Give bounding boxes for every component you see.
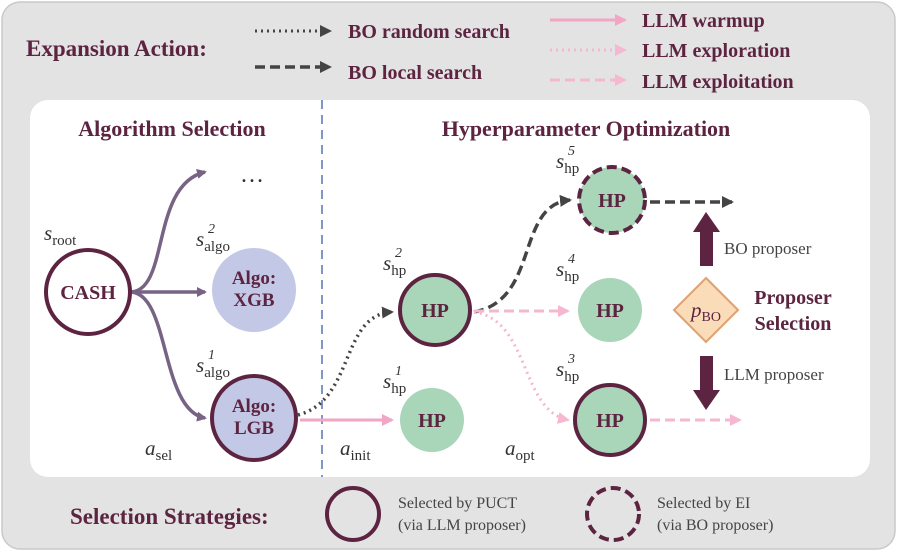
llm-proposer-label: LLM proposer: [724, 365, 824, 384]
state-s-hp-1: shp1: [383, 364, 406, 397]
legend-llm-exploitation-label: LLM exploitation: [642, 71, 794, 93]
node-hp-2: HP: [398, 273, 472, 347]
ei-legend-circle: [585, 486, 641, 542]
p-bo-label: pBO: [689, 298, 721, 325]
proposer-selection-line1: Proposer: [754, 287, 832, 309]
state-s-algo-2: salgo2: [196, 222, 230, 255]
node-cash: CASH: [44, 248, 132, 336]
bo-proposer-arrow: [693, 212, 720, 266]
edge-hp2-to-hp3: [473, 310, 570, 424]
proposer-selection-line2: Selection: [755, 313, 832, 335]
node-hp-5: HP: [577, 165, 647, 235]
node-hp-5-label: HP: [598, 190, 626, 212]
node-xgb-line1: Algo:: [232, 268, 276, 289]
proposer-diamond: pBO: [672, 276, 740, 344]
legend-bo-local-label: BO local search: [348, 62, 482, 84]
node-algo-lgb: Algo: LGB: [210, 374, 298, 462]
edge-cash-to-lgb: [129, 290, 207, 422]
state-s-hp-2: shp2: [383, 246, 406, 279]
state-s-hp-5: shp5: [556, 144, 579, 177]
hyperparameter-optimization-title: Hyperparameter Optimization: [442, 116, 731, 141]
node-lgb-line1: Algo:: [232, 396, 276, 417]
ei-legend-line2: (via BO proposer): [657, 517, 773, 534]
legend-bo-random-label: BO random search: [348, 21, 510, 43]
edge-lgb-to-hp2: [297, 306, 394, 417]
action-a-init: ainit: [340, 436, 371, 464]
state-s-root: sroot: [44, 221, 77, 249]
node-xgb-line2: XGB: [233, 290, 275, 311]
puct-legend-line1: Selected by PUCT: [398, 495, 517, 512]
node-lgb-line2: LGB: [234, 418, 274, 439]
legend-llm-exploration-label: LLM exploration: [642, 40, 790, 62]
puct-legend-line2: (via LLM proposer): [398, 517, 526, 534]
llm-proposer-arrow: [693, 356, 720, 410]
selection-strategies-label: Selection Strategies:: [70, 504, 269, 529]
node-hp-4-label: HP: [596, 300, 624, 322]
node-algo-xgb: Algo: XGB: [212, 248, 296, 332]
more-algorithms-ellipsis: …: [240, 162, 264, 188]
action-a-sel: asel: [145, 436, 172, 464]
algorithm-selection-title: Algorithm Selection: [78, 116, 266, 141]
bo-proposer-label: BO proposer: [724, 239, 812, 258]
node-hp-4: HP: [578, 278, 642, 342]
puct-legend-circle: [325, 486, 381, 542]
expansion-action-label: Expansion Action:: [26, 36, 207, 61]
node-hp-1: HP: [400, 388, 464, 452]
node-hp-2-label: HP: [421, 300, 449, 322]
node-cash-label: CASH: [60, 282, 116, 304]
legend-llm-warmup-label: LLM warmup: [642, 10, 765, 32]
edge-cash-to-more: [129, 168, 207, 294]
state-s-hp-4: shp4: [556, 252, 579, 285]
action-a-opt: aopt: [505, 436, 536, 464]
node-hp-3-label: HP: [596, 410, 624, 432]
node-hp-1-label: HP: [418, 410, 446, 432]
state-s-algo-1: salgo1: [196, 348, 230, 381]
edge-hp2-to-hp5: [473, 194, 572, 314]
node-hp-3: HP: [573, 383, 647, 457]
state-s-hp-3: shp3: [556, 352, 579, 385]
ei-legend-line1: Selected by EI: [657, 495, 750, 512]
